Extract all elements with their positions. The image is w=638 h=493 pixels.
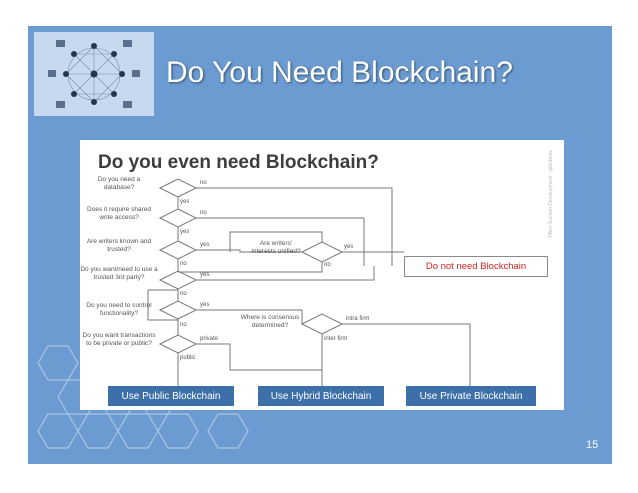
question-private-public: Do you want transactions to be private o… bbox=[82, 332, 156, 347]
edge-label-inter-firm: inter firm bbox=[324, 336, 348, 342]
question-database: Do you need a database? bbox=[97, 176, 141, 191]
decision-diamond bbox=[158, 334, 198, 354]
question-interests-unified: Are writers' interests unified? bbox=[251, 240, 301, 255]
decision-diamond bbox=[158, 240, 198, 260]
watermark: ©Ben Suchon Development - gitbuttons bbox=[548, 150, 554, 238]
slide-title: Do You Need Blockchain? bbox=[166, 56, 513, 89]
question-control-functionality: Do you need to control functionality? bbox=[86, 302, 152, 317]
edge-label-no: no bbox=[180, 322, 187, 328]
edge-label-yes: yes bbox=[200, 272, 210, 278]
edge-label-public: public bbox=[180, 355, 196, 361]
outcome-private-blockchain: Use Private Blockchain bbox=[406, 386, 536, 406]
decision-diamond bbox=[300, 241, 344, 263]
edge-label-no: no bbox=[180, 261, 187, 267]
edge-label-yes: yes bbox=[200, 302, 210, 308]
flowchart-title: Do you even need Blockchain? bbox=[98, 152, 379, 173]
question-shared-write: Does it require shared write access? bbox=[87, 206, 151, 221]
edge-label-yes: yes bbox=[180, 199, 190, 205]
edge-label-no: no bbox=[200, 210, 207, 216]
edge-label-intra-firm: intra firm bbox=[346, 316, 370, 322]
question-writers-trusted: Are writers known and trusted? bbox=[86, 238, 152, 253]
flowchart-lines bbox=[147, 178, 471, 386]
slide: Do You Need Blockchain? Do you even need… bbox=[28, 26, 612, 464]
edge-label-private: private bbox=[200, 336, 219, 342]
edge-label-yes: yes bbox=[344, 244, 354, 250]
edge-label-yes: yes bbox=[180, 229, 190, 235]
blockchain-network-logo bbox=[34, 32, 154, 116]
edge-label-yes: yes bbox=[200, 242, 210, 248]
decision-diamond bbox=[158, 300, 198, 320]
question-consensus: Where is consensus determined? bbox=[240, 314, 300, 329]
outcome-hybrid-blockchain: Use Hybrid Blockchain bbox=[258, 386, 384, 406]
decision-diamond bbox=[300, 313, 344, 335]
edge-label-no: no bbox=[324, 262, 331, 268]
edge-label-no: no bbox=[200, 180, 207, 186]
edge-label-no: no bbox=[180, 291, 187, 297]
decision-diamond bbox=[158, 178, 198, 198]
flowchart-image: Do you even need Blockchain? bbox=[80, 140, 564, 410]
outcome-public-blockchain: Use Public Blockchain bbox=[108, 386, 234, 406]
outcome-no-blockchain: Do not need Blockchain bbox=[404, 256, 548, 277]
decision-diamond bbox=[158, 270, 198, 290]
decision-diamond bbox=[158, 208, 198, 228]
network-nodes-icon bbox=[48, 40, 140, 108]
page-number: 15 bbox=[586, 439, 599, 451]
question-third-party: Do you want/need to use a trusted 3rd pa… bbox=[80, 266, 158, 281]
